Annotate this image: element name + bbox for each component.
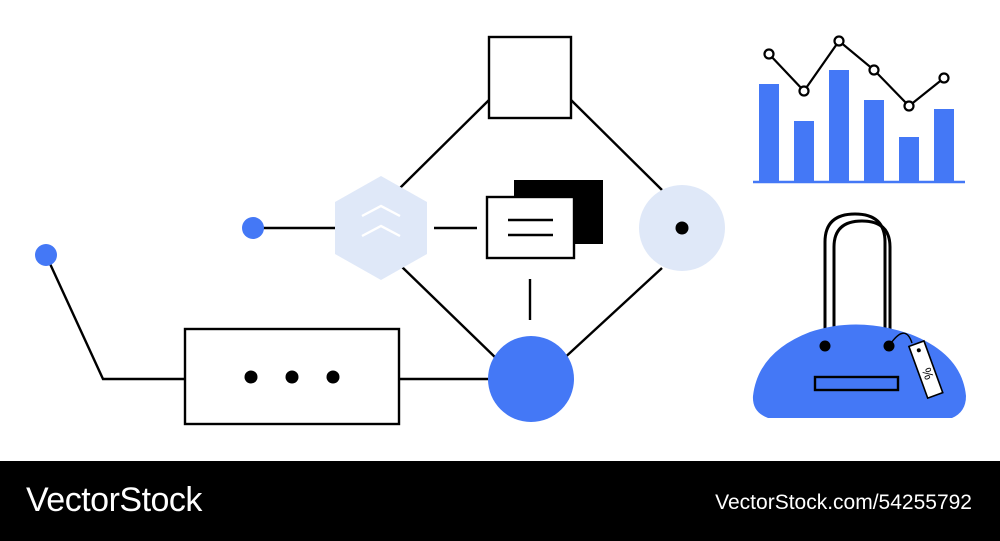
- chart-bar: [829, 70, 849, 182]
- chart-bar: [759, 84, 779, 182]
- dots-box-node: [183, 327, 401, 426]
- watermark-brand: VectorStock: [26, 481, 202, 519]
- price-tag-label: %: [919, 366, 937, 382]
- document-stack-icon: [485, 180, 603, 260]
- square-node: [487, 35, 573, 120]
- endpoint-dot: [242, 217, 264, 239]
- target-circle-node: [639, 185, 725, 271]
- watermark-bar: VectorStock VectorStock.com/54255792: [0, 461, 1000, 541]
- chart-bar: [864, 100, 884, 182]
- price-tag-icon: %: [888, 332, 944, 400]
- connector-lines: [44, 99, 663, 381]
- bar-line-chart-icon: [753, 35, 965, 184]
- watermark-reference: VectorStock.com/54255792: [715, 491, 972, 514]
- hexagon-chevrons-icon: [335, 176, 427, 280]
- blue-circle-node: [488, 336, 574, 422]
- chart-bar: [934, 109, 954, 182]
- chart-bar: [899, 137, 919, 182]
- endpoint-dot: [35, 244, 57, 266]
- chart-bar: [794, 121, 814, 182]
- network-illustration: %: [35, 35, 966, 426]
